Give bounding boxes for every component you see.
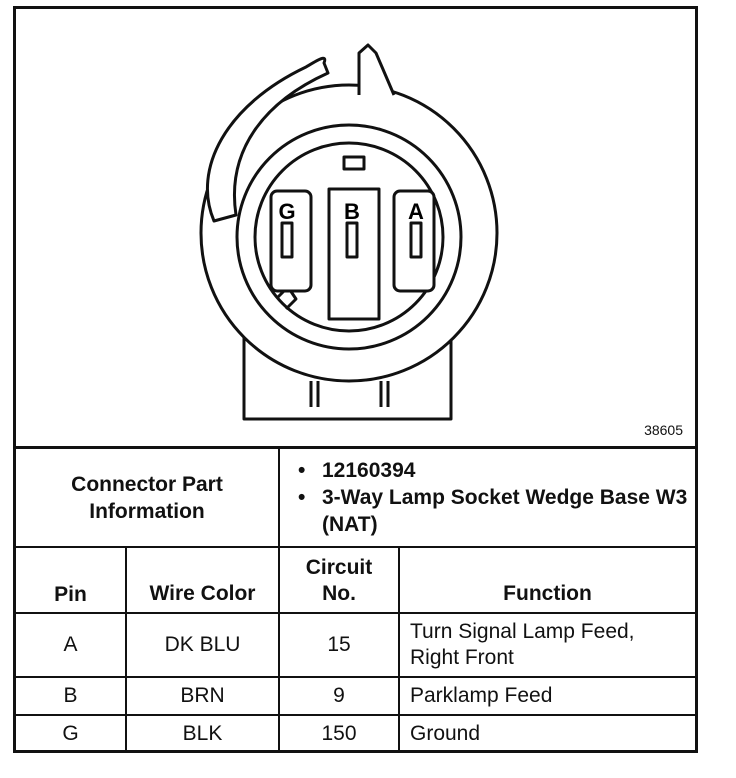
row-circuit: 9 (278, 676, 400, 716)
pin-slot-g (280, 221, 294, 259)
table-row: G BLK 150 Ground (16, 714, 696, 752)
connector-frame: G B A 38605 Connector Part Information 1… (13, 6, 698, 753)
row-function-line2: Right Front (410, 646, 514, 669)
header-circuit-line1: Circuit (305, 556, 373, 579)
table-header-row: Pin Wire Color Circuit No. Function (16, 546, 696, 614)
row-circuit: 150 (278, 714, 400, 752)
part-info-label-line2: Information (89, 499, 205, 523)
part-description: 3-Way Lamp Socket Wedge Base W3 (NAT) (298, 484, 695, 538)
header-pin: Pin (16, 546, 127, 614)
row-function: Turn Signal Lamp Feed, Right Front (397, 612, 696, 678)
part-number: 12160394 (298, 457, 695, 484)
lamp-socket-drawing: G B A (199, 43, 499, 421)
row-pin: B (16, 676, 127, 716)
pin-label-g: G (278, 199, 295, 224)
row-wire-color: BLK (125, 714, 280, 752)
table-row: A DK BLU 15 Turn Signal Lamp Feed, Right… (16, 612, 696, 678)
row-function: Ground (397, 714, 696, 752)
pin-label-b: B (344, 199, 360, 224)
retaining-arm (205, 56, 330, 223)
header-circuit: Circuit No. (278, 546, 400, 614)
figure-number: 38605 (644, 422, 683, 438)
pin-slot-b (345, 221, 359, 259)
header-function: Function (397, 546, 696, 614)
pin-slot-a (409, 221, 423, 259)
socket-key (342, 155, 366, 171)
part-info-values: 12160394 3-Way Lamp Socket Wedge Base W3… (277, 449, 696, 548)
row-function: Parklamp Feed (397, 676, 696, 716)
header-wire-color: Wire Color (125, 546, 280, 614)
connector-table: Connector Part Information 12160394 3-Wa… (16, 449, 696, 752)
row-wire-color: DK BLU (125, 612, 280, 678)
socket-housing-base (242, 327, 453, 421)
locking-tab (357, 43, 396, 96)
row-wire-color: BRN (125, 676, 280, 716)
connector-diagram: G B A 38605 (16, 9, 695, 449)
part-info-row: Connector Part Information 12160394 3-Wa… (16, 449, 696, 548)
header-circuit-line2: No. (322, 582, 356, 605)
row-pin: G (16, 714, 127, 752)
row-circuit: 15 (278, 612, 400, 678)
part-info-label-line1: Connector Part (71, 472, 223, 496)
table-row: B BRN 9 Parklamp Feed (16, 676, 696, 716)
pin-label-a: A (408, 199, 424, 224)
row-function-line1: Turn Signal Lamp Feed, (410, 620, 635, 643)
row-pin: A (16, 612, 127, 678)
part-info-label: Connector Part Information (16, 449, 280, 548)
